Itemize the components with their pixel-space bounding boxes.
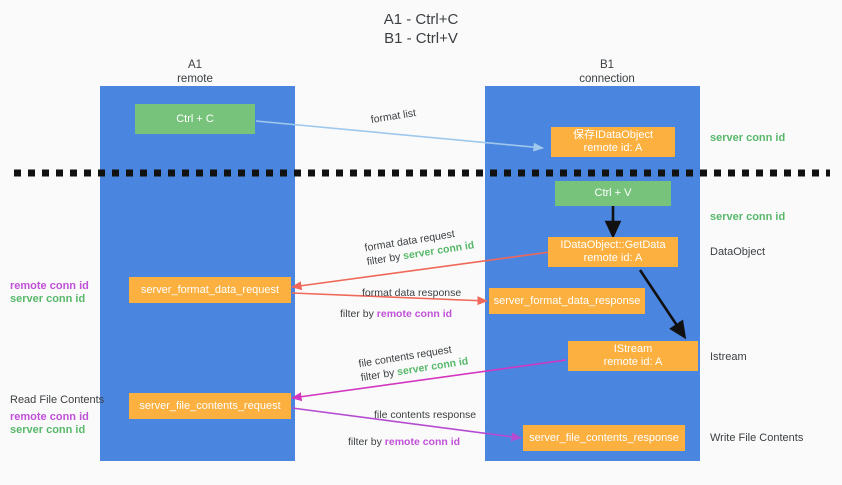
filter-key-remote-conn-id: remote conn id	[376, 308, 453, 320]
label-istream: Istream	[710, 351, 747, 363]
filter-prefix: filter by	[348, 436, 385, 448]
node-istream-line2: remote id: A	[603, 356, 663, 368]
node-save-idataobject-line1: 保存IDataObject	[572, 129, 654, 141]
node-server-file-contents-request[interactable]: server_file_contents_request	[129, 393, 291, 419]
node-server-file-contents-response-line1: server_file_contents_response	[529, 431, 679, 444]
edge-label-format-data-response-filter: filter by remote conn id	[340, 307, 461, 321]
node-ctrl-v[interactable]: Ctrl + V	[555, 181, 671, 206]
edge-label-format-data-response-text: format data response	[362, 287, 462, 299]
node-idataobject-getdata-line2: remote id: A	[583, 252, 643, 264]
node-server-file-contents-request-line1: server_file_contents_request	[139, 399, 281, 412]
node-save-idataobject-line2: remote id: A	[583, 142, 643, 154]
column-a1-role: remote	[177, 73, 213, 85]
label-server-conn-id-mid: server conn id	[710, 211, 786, 223]
node-ctrl-c[interactable]: Ctrl + C	[135, 104, 255, 134]
arrow-format-list	[255, 120, 544, 152]
arrow-getdata-to-istream	[638, 269, 687, 340]
arrow-file-contents-response	[291, 407, 522, 442]
filter-prefix: filter by	[340, 308, 377, 320]
label-server-conn-id-1: server conn id	[10, 293, 86, 305]
label-remote-conn-id-1: remote conn id	[10, 280, 89, 292]
label-write-file-contents: Write File Contents	[710, 432, 804, 444]
node-server-format-data-request[interactable]: server_format_data_request	[129, 277, 291, 303]
node-server-format-data-response-line1: server_format_data_response	[493, 294, 641, 307]
edge-label-format-data-response: format data response filter by remote co…	[340, 286, 462, 321]
label-read-file-contents: Read File Contents	[10, 394, 105, 406]
node-idataobject-getdata-line1: IDataObject::GetData	[560, 239, 666, 251]
arrow-file-contents-request	[291, 359, 567, 402]
column-b1-name: B1	[599, 59, 615, 71]
node-istream-line1: IStream	[613, 343, 653, 355]
node-save-idataobject[interactable]: 保存IDataObject remote id: A	[551, 127, 675, 157]
arrow-format-data-request	[291, 251, 551, 291]
title-line-1: A1 - Ctrl+C	[383, 11, 459, 28]
node-server-file-contents-response[interactable]: server_file_contents_response	[523, 425, 685, 451]
title-line-2: B1 - Ctrl+V	[384, 30, 458, 47]
edge-label-file-contents-response-text: file contents response	[374, 409, 477, 421]
column-b1-role: connection	[579, 73, 635, 85]
column-header-a1: A1 remote	[95, 58, 295, 86]
edge-label-file-contents-response: file contents response filter by remote …	[348, 408, 477, 449]
page-title: A1 - Ctrl+C B1 - Ctrl+V	[0, 10, 842, 48]
node-ctrl-v-line1: Ctrl + V	[594, 187, 632, 199]
node-istream[interactable]: IStream remote id: A	[568, 341, 698, 371]
label-remote-conn-id-2: remote conn id	[10, 411, 89, 423]
label-server-conn-id-2: server conn id	[10, 424, 86, 436]
column-header-b1: B1 connection	[507, 58, 707, 86]
edge-label-file-contents-response-filter: filter by remote conn id	[348, 435, 476, 449]
arrow-format-data-response	[291, 292, 488, 306]
node-server-format-data-request-line1: server_format_data_request	[140, 283, 280, 296]
label-dataobject: DataObject	[710, 246, 766, 258]
node-ctrl-c-line1: Ctrl + C	[176, 112, 214, 125]
node-server-format-data-response[interactable]: server_format_data_response	[489, 288, 645, 314]
column-a1-name: A1	[187, 59, 203, 71]
label-server-conn-id-top: server conn id	[710, 132, 786, 144]
filter-key-remote-conn-id: remote conn id	[384, 436, 461, 448]
node-idataobject-getdata[interactable]: IDataObject::GetData remote id: A	[548, 237, 678, 267]
